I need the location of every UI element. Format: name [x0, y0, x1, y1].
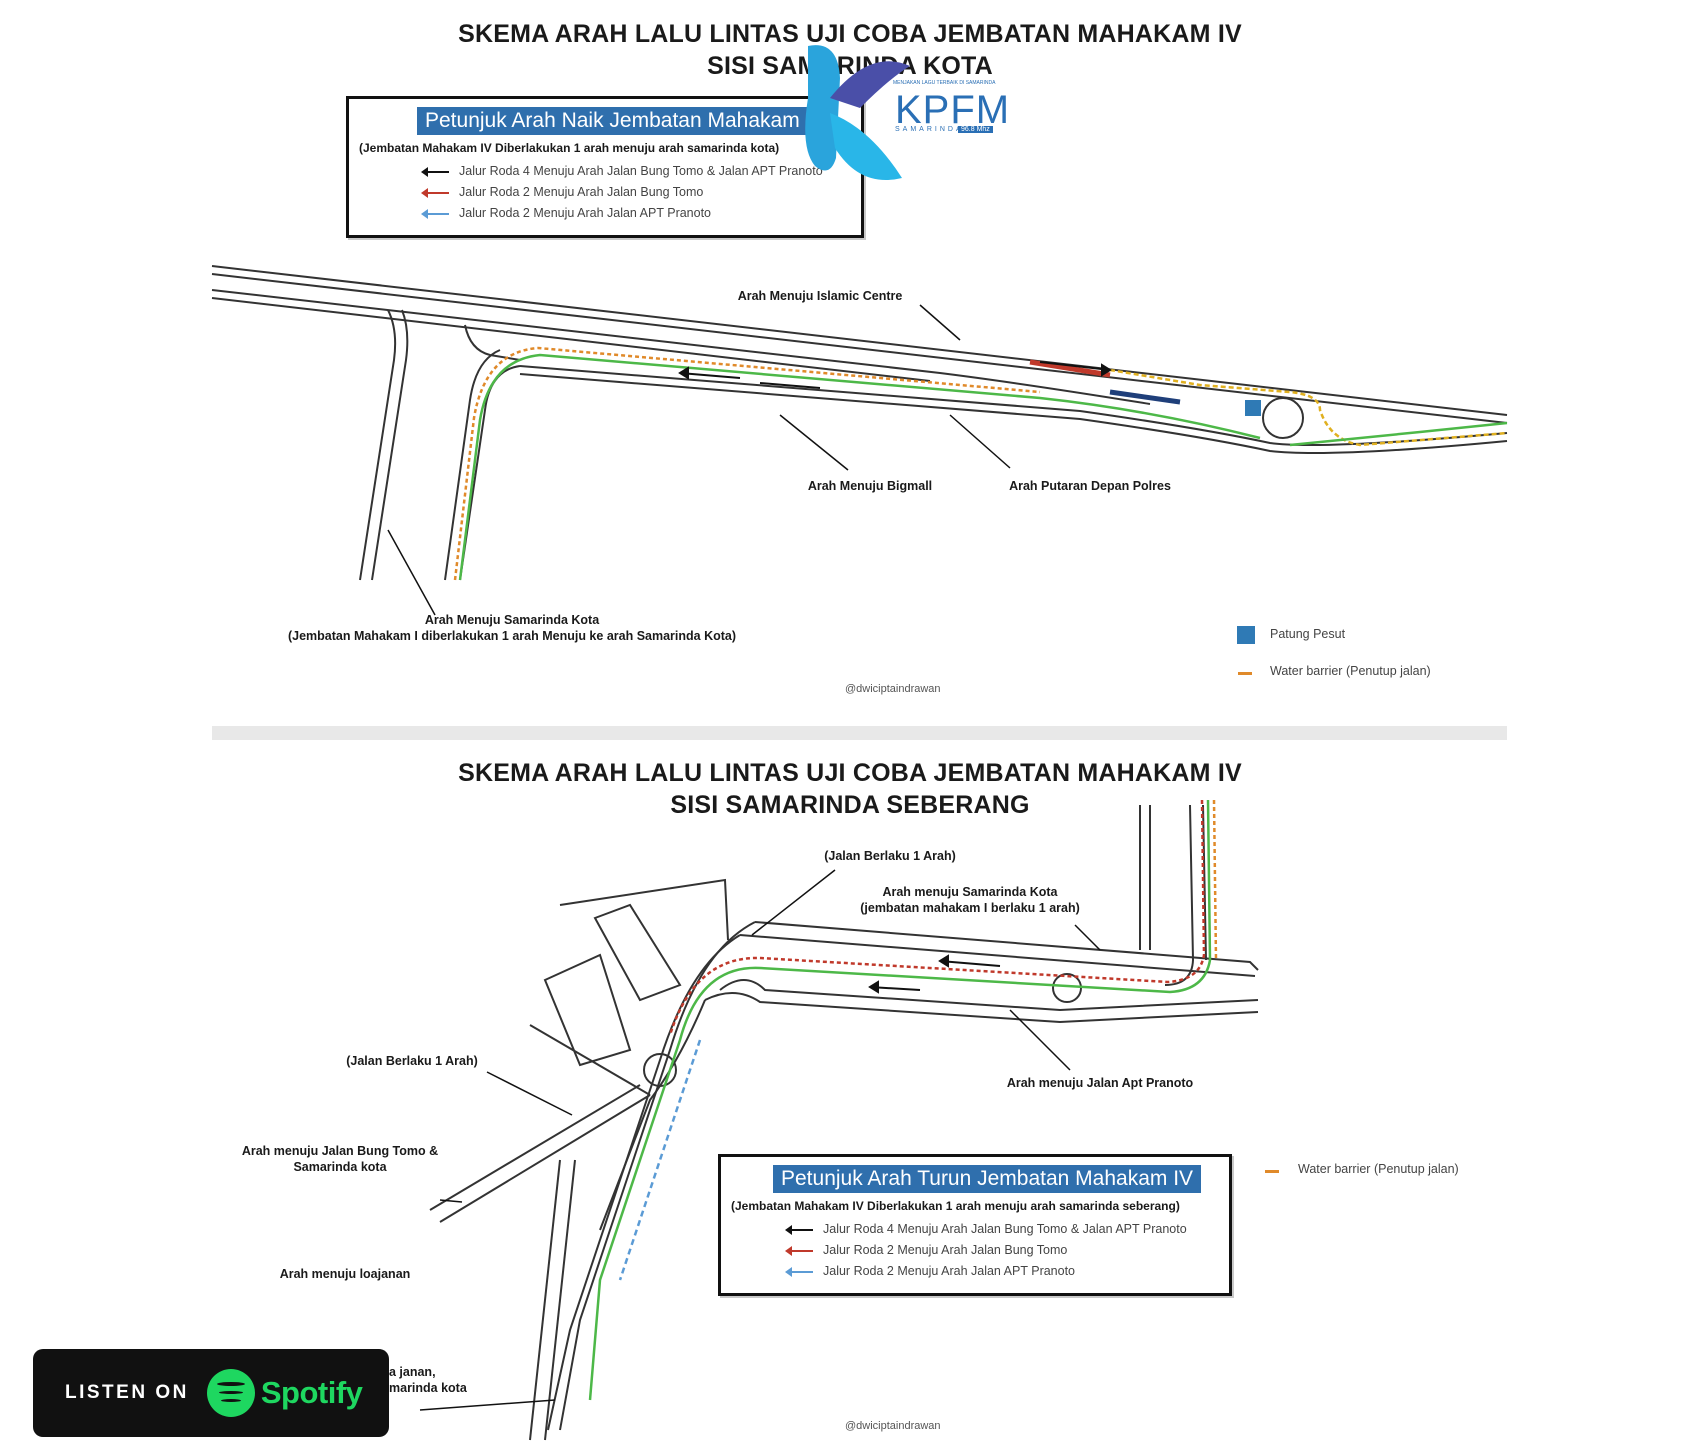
- top-title-line2: SISI SAMARINDA KOTA: [707, 52, 993, 80]
- spotify-wordmark: Spotify: [260, 1375, 363, 1410]
- top-route-colors: [453, 346, 1508, 581]
- bottom-route-colors: [588, 799, 1218, 1401]
- label-bigmall: Arah Menuju Bigmall: [807, 479, 933, 493]
- bottom-legend: Petunjuk Arah Turun Jembatan Mahakam IV …: [718, 1154, 1232, 1296]
- kpfm-logo: [805, 45, 910, 180]
- label-apt-pranoto: Arah menuju Jalan Apt Pranoto: [1006, 1076, 1194, 1090]
- kpfm-frequency: 96.8 Mhz: [958, 126, 993, 133]
- spotify-icon: [206, 1369, 255, 1417]
- bottom-title-line1: SKEMA ARAH LALU LINTAS UJI COBA JEMBATAN…: [458, 759, 1242, 787]
- label-berlaku-top: (Jalan Berlaku 1 Arah): [824, 849, 956, 863]
- top-credit: @dwiciptaindrawan: [845, 683, 941, 695]
- listen-on-label: LISTEN ON: [65, 1382, 189, 1403]
- top-legend-item: Jalur Roda 2 Menuju Arah Jalan Bung Tomo: [421, 182, 851, 203]
- top-legend-subtitle: (Jembatan Mahakam IV Diberlakukan 1 arah…: [359, 141, 780, 155]
- key-barrier-label: Water barrier (Penutup jalan): [1270, 664, 1431, 678]
- top-leader-lines: [387, 304, 1011, 616]
- bottom-credit: @dwiciptaindrawan: [845, 1420, 941, 1432]
- kpfm-wordmark: KPFM: [895, 88, 1011, 132]
- bottom-legend-item: Jalur Roda 4 Menuju Arah Jalan Bung Tomo…: [785, 1219, 1219, 1240]
- top-legend-item: Jalur Roda 2 Menuju Arah Jalan APT Prano…: [421, 203, 851, 224]
- bottom-legend-item: Jalur Roda 2 Menuju Arah Jalan APT Prano…: [785, 1261, 1219, 1282]
- red-arrow-icon: [421, 187, 449, 198]
- label-berlaku-left: (Jalan Berlaku 1 Arah): [346, 1054, 478, 1068]
- bottom-key-barrier-label: Water barrier (Penutup jalan): [1298, 1162, 1459, 1176]
- label-putaran: Arah Putaran Depan Polres: [1009, 479, 1171, 493]
- key-patung-swatch: [1237, 626, 1255, 644]
- bottom-key-barrier-swatch: [1265, 1170, 1279, 1173]
- bottom-legend-subtitle: (Jembatan Mahakam IV Diberlakukan 1 arah…: [731, 1199, 1180, 1213]
- top-legend-item: Jalur Roda 4 Menuju Arah Jalan Bung Tomo…: [421, 161, 851, 182]
- patung-pesut-marker: [1245, 400, 1261, 416]
- top-legend-heading: Petunjuk Arah Naik Jembatan Mahakam IV: [417, 107, 834, 135]
- key-patung-label: Patung Pesut: [1270, 627, 1346, 641]
- label-loajanan: Arah menuju loajanan: [279, 1267, 411, 1281]
- blue-arrow-icon: [421, 208, 449, 219]
- kpfm-city: SAMARINDA: [895, 126, 964, 133]
- bottom-leader-lines: [419, 869, 1101, 1411]
- kpfm-tagline: MENJAKAN LAGU TERBAIK DI SAMARINDA: [893, 80, 996, 86]
- bottom-direction-arrows: [868, 954, 1001, 994]
- key-barrier-swatch: [1238, 672, 1252, 675]
- top-title-line1: SKEMA ARAH LALU LINTAS UJI COBA JEMBATAN…: [458, 20, 1242, 48]
- bottom-legend-heading: Petunjuk Arah Turun Jembatan Mahakam IV: [773, 1165, 1202, 1193]
- top-legend: Petunjuk Arah Naik Jembatan Mahakam IV (…: [346, 96, 864, 238]
- label-islamic-centre: Arah Menuju Islamic Centre: [737, 289, 903, 303]
- label-samarinda-kota-bottom: Arah menuju Samarinda Kota (jembatan mah…: [860, 885, 1080, 915]
- black-arrow-icon: [421, 166, 449, 177]
- label-bung-tomo: Arah menuju Jalan Bung Tomo & Samarinda …: [241, 1144, 439, 1174]
- bottom-title-line2: SISI SAMARINDA SEBERANG: [670, 791, 1030, 819]
- top-direction-arrows: [678, 361, 1112, 389]
- blue-arrow-icon: [785, 1266, 813, 1277]
- top-road-network: [211, 265, 1508, 581]
- section-divider: [212, 726, 1507, 740]
- red-arrow-icon: [785, 1245, 813, 1256]
- listen-on-spotify-button[interactable]: LISTEN ON Spotify: [33, 1349, 389, 1437]
- black-arrow-icon: [785, 1224, 813, 1235]
- label-samarinda-kota: Arah Menuju Samarinda Kota (Jembatan Mah…: [287, 613, 737, 643]
- bottom-legend-item: Jalur Roda 2 Menuju Arah Jalan Bung Tomo: [785, 1240, 1219, 1261]
- label-partial: a janan, marinda kota: [389, 1365, 467, 1395]
